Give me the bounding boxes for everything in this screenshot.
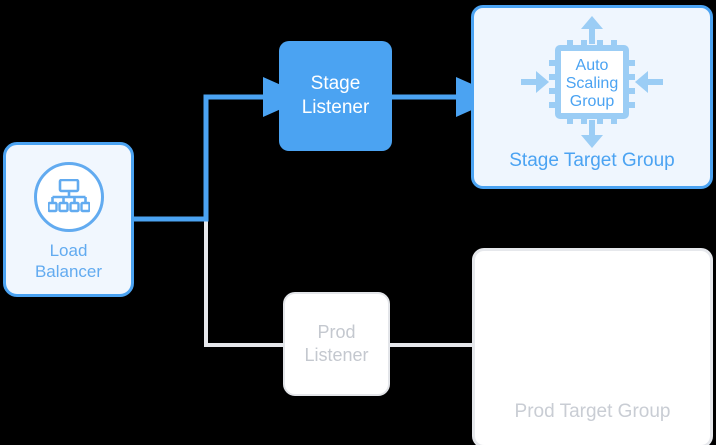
load-balancer-icon <box>33 161 104 232</box>
asg-line-1: Auto <box>576 57 609 74</box>
node-load-balancer[interactable]: Load Balancer <box>3 142 134 297</box>
auto-scaling-group-icon: Auto Scaling Group <box>517 16 667 148</box>
load-balancer-network-icon <box>47 178 90 212</box>
asg-line-3: Group <box>570 93 615 110</box>
stage-target-group-label: Stage Target Group <box>509 150 675 171</box>
prod-listener-label: Prod Listener <box>304 322 369 365</box>
scale-in-left-arrow <box>521 71 549 93</box>
node-prod-target-group[interactable]: Prod Target Group <box>472 248 713 445</box>
edge-loadbalancer-to-prod-listener <box>204 219 283 347</box>
load-balancer-label: Load Balancer <box>34 240 103 281</box>
cpu-chip-icon: Auto Scaling Group <box>521 16 663 148</box>
stage-listener-label: Stage Listener <box>301 73 370 118</box>
scale-out-down-arrow <box>581 120 603 148</box>
chip-body <box>555 45 629 119</box>
edge-loadbalancer-to-stage-listener <box>133 77 308 222</box>
node-prod-listener[interactable]: Prod Listener <box>283 292 390 396</box>
node-stage-listener[interactable]: Stage Listener <box>279 41 392 151</box>
scale-out-up-arrow <box>581 16 603 44</box>
scale-in-right-arrow <box>635 71 663 93</box>
node-stage-target-group[interactable]: Auto Scaling Group Stage Target Group <box>471 5 713 189</box>
asg-line-2: Scaling <box>566 75 618 92</box>
prod-target-group-label: Prod Target Group <box>514 401 671 422</box>
